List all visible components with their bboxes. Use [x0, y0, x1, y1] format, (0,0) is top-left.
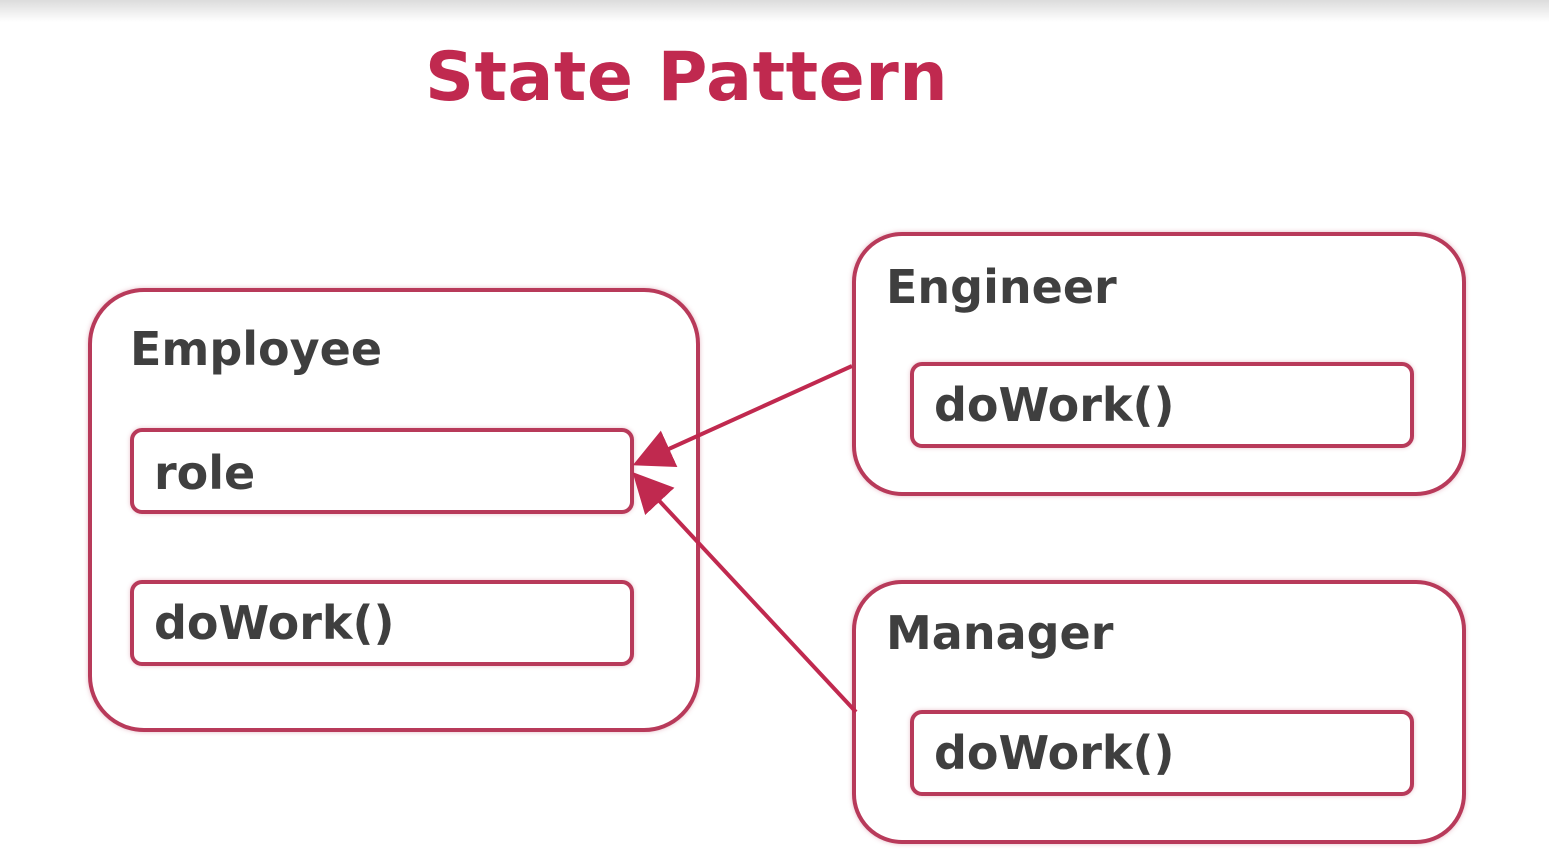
employee-class-box: Employee role doWork()	[88, 288, 700, 732]
employee-dowork-label: doWork()	[154, 596, 395, 650]
engineer-dowork-field: doWork()	[910, 362, 1414, 448]
employee-role-field: role	[130, 428, 634, 514]
employee-role-label: role	[154, 446, 256, 500]
manager-class-label: Manager	[886, 606, 1114, 660]
engineer-class-box: Engineer doWork()	[852, 232, 1466, 496]
top-shade	[0, 0, 1549, 22]
manager-class-box: Manager doWork()	[852, 580, 1466, 844]
page-title: State Pattern	[425, 38, 949, 117]
manager-dowork-label: doWork()	[934, 726, 1175, 780]
engineer-class-label: Engineer	[886, 260, 1117, 314]
employee-dowork-field: doWork()	[130, 580, 634, 666]
engineer-dowork-label: doWork()	[934, 378, 1175, 432]
employee-class-label: Employee	[130, 322, 383, 376]
manager-dowork-field: doWork()	[910, 710, 1414, 796]
